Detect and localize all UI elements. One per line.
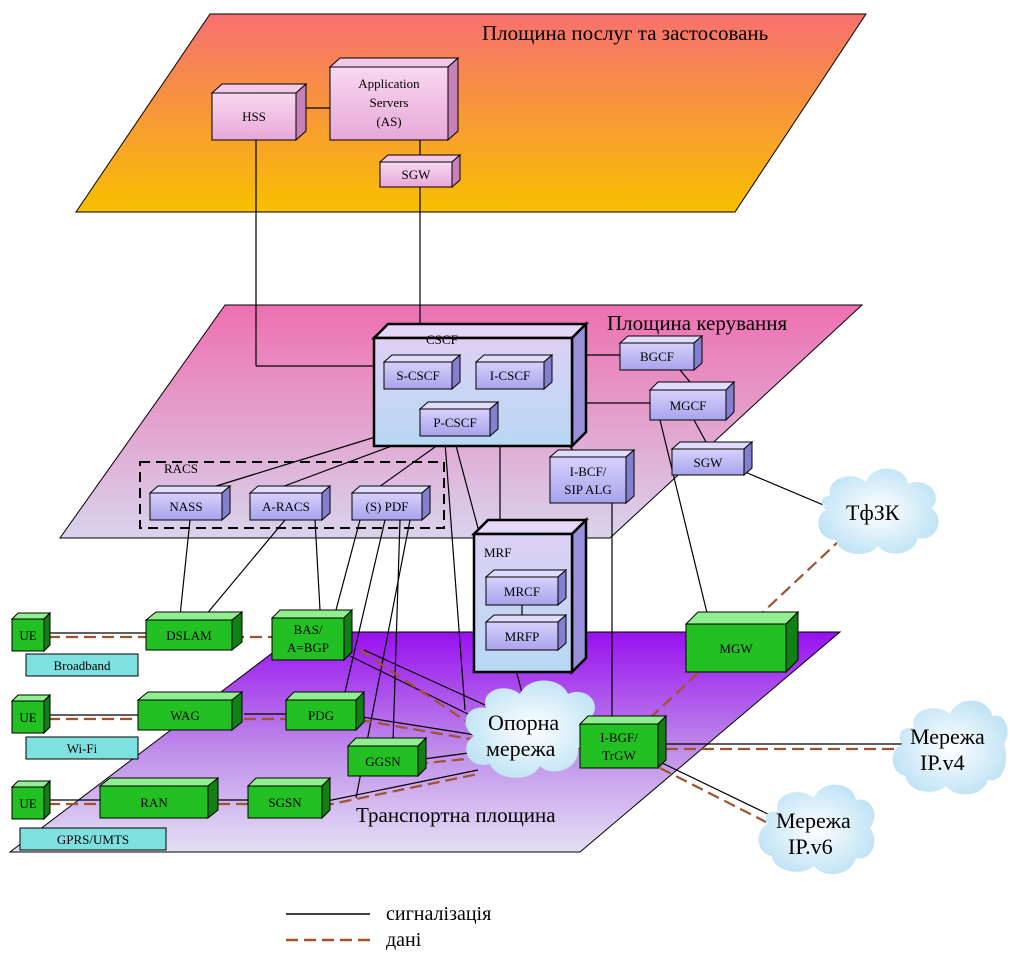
ue-gprs-label: UE: [19, 796, 36, 811]
control-plane-title: Площина керування: [607, 311, 788, 335]
sgsn-node[interactable]: SGSN: [246, 776, 332, 820]
sgsn-label: SGSN: [268, 795, 302, 810]
wag-label: WAG: [170, 708, 200, 723]
pstn-label: ТфЗК: [846, 500, 900, 525]
as-label-2: Servers: [370, 95, 409, 110]
mgw-label: MGW: [719, 641, 753, 656]
ipv4-cloud: Мережа IP.v4: [892, 700, 1008, 795]
i-bgf-node[interactable]: I-BGF/ TrGW: [578, 714, 668, 770]
core-network-cloud: Опорна мережа: [465, 680, 600, 778]
i-cscf-node[interactable]: I-CSCF: [474, 353, 554, 391]
mrfp-label: MRFP: [505, 629, 540, 644]
ipv4-label-1: Мережа: [910, 724, 985, 749]
ipv6-cloud: Мережа IP.v6: [758, 784, 875, 875]
dslam-node[interactable]: DSLAM: [144, 610, 244, 652]
legend: сигналізація дані: [286, 903, 491, 951]
core-network-label-2: мережа: [486, 736, 556, 761]
ggsn-label: GGSN: [365, 754, 401, 769]
mgcf-label: MGCF: [670, 398, 707, 413]
dslam-label: DSLAM: [166, 628, 212, 643]
legend-data-label: дані: [386, 929, 422, 951]
racs-group: RACS: [139, 461, 445, 529]
mrf-label: MRF: [484, 545, 511, 560]
nass-node[interactable]: NASS: [148, 484, 232, 522]
as-label-3: (AS): [376, 114, 401, 129]
s-pdf-node[interactable]: (S) PDF: [350, 484, 432, 522]
a-racs-node[interactable]: A-RACS: [248, 484, 332, 522]
broadband-tag: Broadband: [25, 653, 139, 677]
s-pdf-label: (S) PDF: [366, 499, 409, 514]
i-bcf-label-1: I-BCF/: [570, 464, 607, 479]
hss-label: HSS: [242, 109, 266, 124]
gprs-label: GPRS/UMTS: [57, 832, 129, 847]
i-bgf-label-2: TrGW: [602, 748, 636, 763]
mgw-node[interactable]: MGW: [684, 610, 800, 674]
bas-label-1: BAS/: [294, 622, 323, 637]
bgcf-label: BGCF: [640, 349, 674, 364]
mgcf-node[interactable]: MGCF: [648, 380, 736, 422]
bas-label-2: A=BGP: [287, 640, 329, 655]
i-bgf-label-1: I-BGF/: [600, 730, 638, 745]
pdg-label: PDG: [308, 708, 334, 723]
ipv6-label-2: IP.v6: [788, 834, 833, 859]
services-plane: [75, 13, 867, 213]
p-cscf-node[interactable]: P-CSCF: [418, 400, 500, 438]
mrcf-node[interactable]: MRCF: [484, 568, 568, 607]
as-label-1: Application: [358, 76, 420, 91]
s-cscf-label: S-CSCF: [396, 368, 439, 383]
pstn-cloud: ТфЗК: [818, 468, 939, 554]
transport-plane-title: Транспортна площина: [356, 803, 556, 827]
cscf-label: CSCF: [426, 332, 458, 347]
ipv6-label-1: Мережа: [776, 808, 851, 833]
wifi-label: Wi-Fi: [67, 741, 98, 756]
i-cscf-label: I-CSCF: [490, 368, 530, 383]
sgw-control-node[interactable]: SGW: [670, 440, 754, 477]
services-plane-title: Площина послуг та застосовань: [482, 21, 768, 45]
ue-wifi[interactable]: UE: [10, 693, 52, 735]
gprs-tag: GPRS/UMTS: [19, 827, 167, 851]
ue-broadband-label: UE: [19, 628, 36, 643]
ipv4-label-2: IP.v4: [920, 750, 965, 775]
i-bcf-label-2: SIP ALG: [564, 482, 612, 497]
sgw-control-label: SGW: [694, 455, 724, 470]
application-servers-node[interactable]: Application Servers (AS): [328, 56, 460, 142]
bas-node[interactable]: BAS/ A=BGP: [270, 608, 354, 662]
nass-label: NASS: [169, 499, 202, 514]
ue-broadband[interactable]: UE: [10, 611, 52, 653]
racs-label: RACS: [164, 461, 198, 476]
ran-node[interactable]: RAN: [98, 776, 220, 820]
s-cscf-node[interactable]: S-CSCF: [382, 353, 462, 391]
ggsn-node[interactable]: GGSN: [346, 736, 428, 778]
a-racs-label: A-RACS: [262, 499, 310, 514]
mrcf-label: MRCF: [504, 584, 540, 599]
wag-node[interactable]: WAG: [136, 690, 244, 732]
p-cscf-label: P-CSCF: [433, 415, 476, 430]
ue-gprs[interactable]: UE: [10, 779, 52, 821]
hss-node[interactable]: HSS: [210, 82, 308, 142]
mrfp-node[interactable]: MRFP: [484, 613, 568, 652]
pdg-node[interactable]: PDG: [284, 690, 366, 732]
ran-label: RAN: [140, 795, 168, 810]
sgw-services-label: SGW: [402, 167, 432, 182]
wifi-tag: Wi-Fi: [25, 736, 139, 760]
core-network-label-1: Опорна: [488, 710, 559, 735]
bgcf-node[interactable]: BGCF: [618, 334, 704, 372]
legend-signaling-label: сигналізація: [386, 903, 491, 925]
ue-wifi-label: UE: [19, 710, 36, 725]
sgw-services-node[interactable]: SGW: [378, 153, 462, 189]
broadband-label: Broadband: [53, 658, 111, 673]
i-bcf-node[interactable]: I-BCF/ SIP ALG: [548, 448, 636, 505]
